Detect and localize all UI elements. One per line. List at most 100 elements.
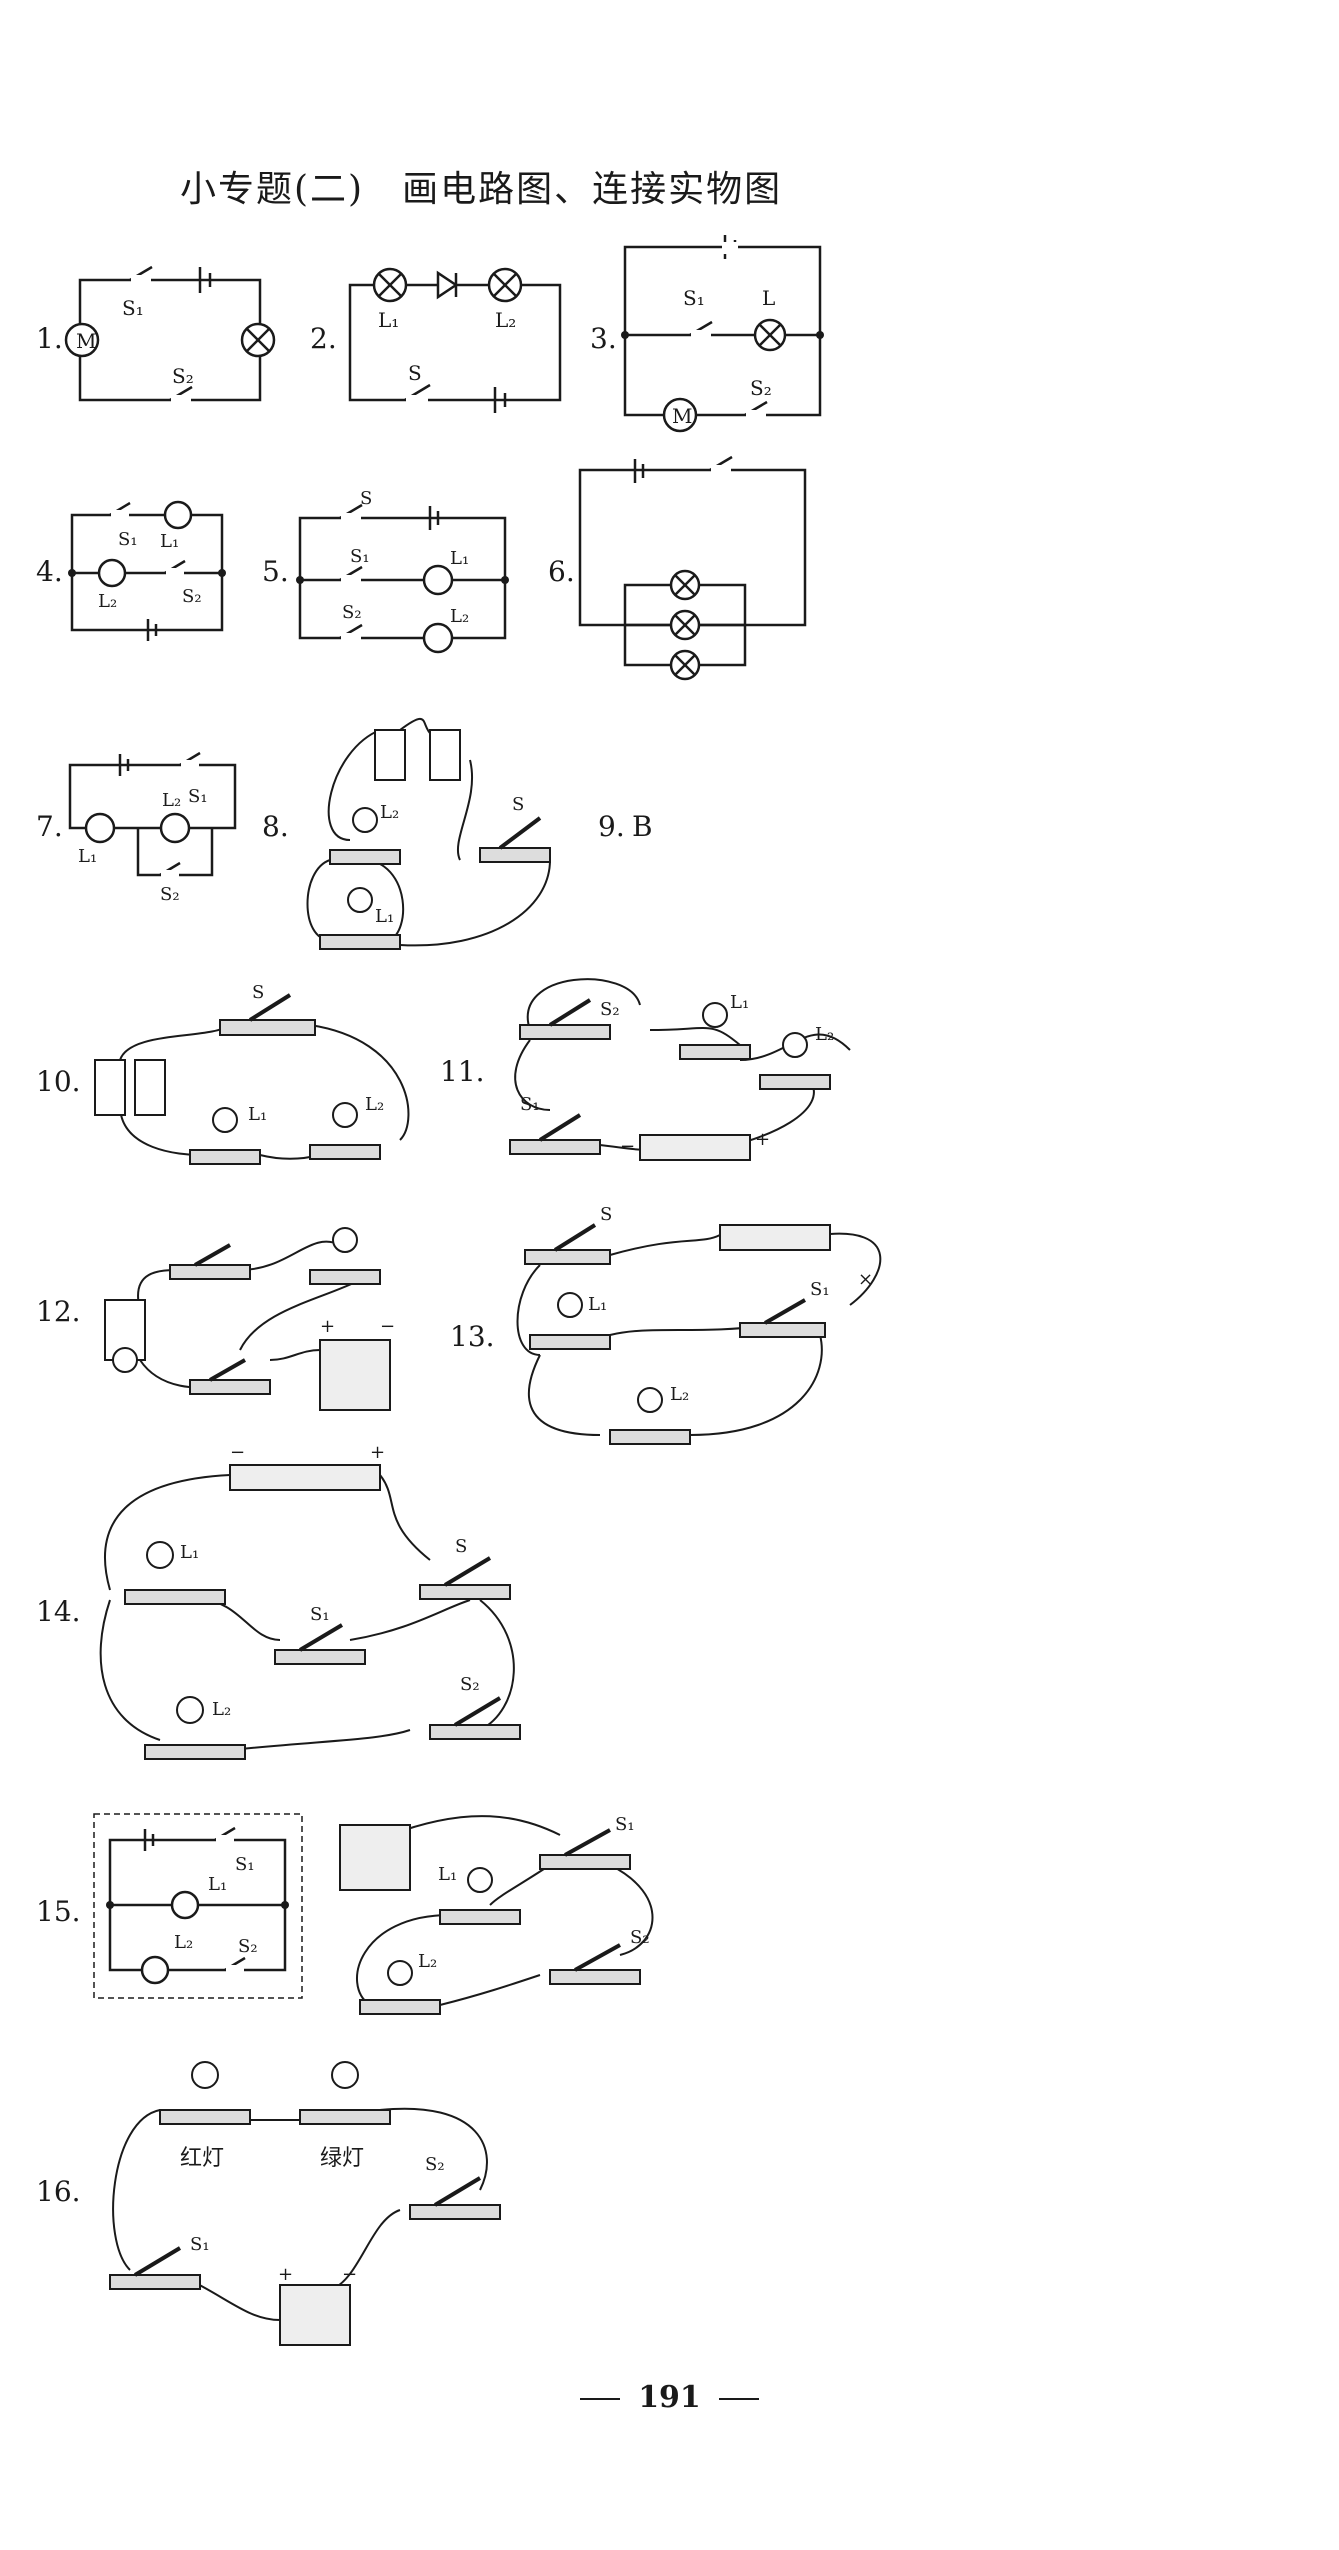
diagram-16-label: − <box>342 2264 357 2285</box>
diagram-13-label: L₁ <box>588 1294 607 1315</box>
item-14-number: 14. <box>36 1595 81 1628</box>
item-6-number: 6. <box>548 555 575 588</box>
diagram-7-label: L₂ <box>162 790 181 811</box>
diagram-11-label: L₁ <box>730 992 749 1013</box>
item-7-number: 7. <box>36 810 63 843</box>
diagram-14-label: L₁ <box>180 1542 199 1563</box>
diagram-1-label: S₁ <box>122 296 144 320</box>
item-12-number: 12. <box>36 1295 81 1328</box>
circuit-diagram-2: L₁ L₂ S <box>348 267 562 413</box>
diagram-12-label: − <box>380 1316 395 1337</box>
circuit-diagram-1: M S₁ S₂ <box>64 265 276 405</box>
diagram-1-label: S₂ <box>172 364 194 388</box>
circuit-diagram-7: S₁ L₂ L₁ S₂ <box>68 751 237 905</box>
circuit-diagram-3: S₁ L S₂ M <box>621 235 824 433</box>
diagram-11-label: L₂ <box>815 1024 834 1045</box>
diagram-3-label: S₂ <box>750 376 772 400</box>
diagram-11-label: − <box>620 1136 635 1157</box>
diagram-15-label: S₂ <box>238 1936 258 1957</box>
page-number-footer: 191 <box>0 2380 1339 2415</box>
item-3-number: 3. <box>590 322 617 355</box>
diagram-10-label: L₂ <box>365 1094 384 1115</box>
diagram-14-label: S₁ <box>310 1604 330 1625</box>
diagram-15-label: L₂ <box>418 1951 437 1972</box>
diagram-7-label: S₂ <box>160 884 180 905</box>
diagram-8-label: L₁ <box>375 906 394 927</box>
diagram-12-label: + <box>320 1316 335 1337</box>
diagram-5-label: L₁ <box>450 548 469 569</box>
wiring-diagram-16: 红灯 绿灯 S₂ S₁ + − <box>109 2061 501 2346</box>
wiring-diagram-15: S₁ L₁ L₂ S₂ <box>339 1814 654 2015</box>
circuit-diagram-6 <box>578 455 807 681</box>
diagram-14-label: − <box>230 1442 245 1463</box>
diagram-13-label: L₂ <box>670 1384 689 1405</box>
diagram-15-label: L₁ <box>438 1864 457 1885</box>
diagram-13-label: × <box>858 1269 873 1290</box>
diagram-15-label: S₁ <box>615 1814 635 1835</box>
diagram-14-label: L₂ <box>212 1699 231 1720</box>
diagram-7-label: L₁ <box>78 846 97 867</box>
diagram-4-label: L₁ <box>160 531 179 552</box>
circuit-diagram-5: S S₁ L₁ S₂ L₂ <box>296 490 509 654</box>
wiring-diagram-10: S L₁ L₂ <box>94 982 410 1165</box>
diagram-10-label: S <box>252 982 264 1003</box>
page-number: 191 <box>638 2380 701 2415</box>
diagram-4-label: S₁ <box>118 529 138 550</box>
diagram-16-label: S₂ <box>425 2154 445 2175</box>
diagram-3-label: M <box>672 404 692 428</box>
footer-dash-right <box>718 2398 759 2400</box>
diagram-3-label: S₁ <box>683 286 705 310</box>
diagram-15-label: L₁ <box>208 1874 227 1895</box>
item-2-number: 2. <box>310 322 337 355</box>
diagram-5-label: L₂ <box>450 606 469 627</box>
page-title: 小专题(二) 画电路图、连接实物图 <box>180 169 783 210</box>
diagram-11-label: S₂ <box>600 999 620 1020</box>
diagram-14-label: + <box>370 1442 385 1463</box>
diagram-2-label: L₁ <box>378 308 399 332</box>
diagram-8-label: L₂ <box>380 802 399 823</box>
item-16-number: 16. <box>36 2175 81 2208</box>
diagram-5-label: S₂ <box>342 602 362 623</box>
diagram-13-label: S₁ <box>810 1279 830 1300</box>
wiring-diagram-12: + − <box>104 1227 395 1411</box>
diagram-16-label: 红灯 <box>180 2146 224 2171</box>
item-5-number: 5. <box>262 555 289 588</box>
diagram-8-label: S <box>512 794 524 815</box>
wiring-diagram-8: L₂ S L₁ <box>306 717 551 950</box>
diagram-15-label: S₂ <box>630 1927 650 1948</box>
wiring-diagram-11: S₂ L₁ L₂ S₁ − + <box>509 978 851 1161</box>
diagram-11-label: S₁ <box>520 1094 540 1115</box>
item-13-number: 13. <box>450 1320 495 1353</box>
footer-dash-left <box>580 2398 621 2400</box>
diagram-15-label: S₁ <box>235 1854 255 1875</box>
item-4-number: 4. <box>36 555 63 588</box>
diagram-16-label: + <box>278 2264 293 2285</box>
item-8-number: 8. <box>262 810 289 843</box>
diagram-15-label: L₂ <box>174 1932 193 1953</box>
diagram-16-label: 绿灯 <box>320 2146 364 2171</box>
diagram-1-label: M <box>76 329 96 353</box>
item-9-answer: B <box>632 810 653 843</box>
item-11-number: 11. <box>440 1055 485 1088</box>
diagram-16-label: S₁ <box>190 2234 210 2255</box>
diagram-13-label: S <box>600 1204 612 1225</box>
diagram-4-label: S₂ <box>182 586 202 607</box>
wiring-diagram-13: S L₁ L₂ S₁ × <box>516 1204 882 1445</box>
item-1-number: 1. <box>36 322 63 355</box>
diagram-2-label: S <box>408 361 422 385</box>
diagram-10-label: L₁ <box>248 1104 267 1125</box>
wiring-diagram-14: − + L₁ S S₁ S₂ L₂ <box>99 1442 521 1760</box>
diagram-5-label: S₁ <box>350 546 370 567</box>
item-15-number: 15. <box>36 1895 81 1928</box>
diagram-2-label: L₂ <box>495 308 516 332</box>
diagram-5-label: S <box>360 490 372 509</box>
diagram-4-label: L₂ <box>98 591 117 612</box>
circuit-diagram-15: S₁ L₁ L₂ S₂ <box>93 1813 303 1999</box>
circuit-diagram-4: S₁ L₁ L₂ S₂ <box>68 500 226 641</box>
diagram-7-label: S₁ <box>188 786 208 807</box>
diagram-14-label: S₂ <box>460 1674 480 1695</box>
item-10-number: 10. <box>36 1065 81 1098</box>
diagram-3-label: L <box>762 286 775 310</box>
item-9-number: 9. <box>598 810 625 843</box>
diagram-14-label: S <box>455 1536 467 1557</box>
